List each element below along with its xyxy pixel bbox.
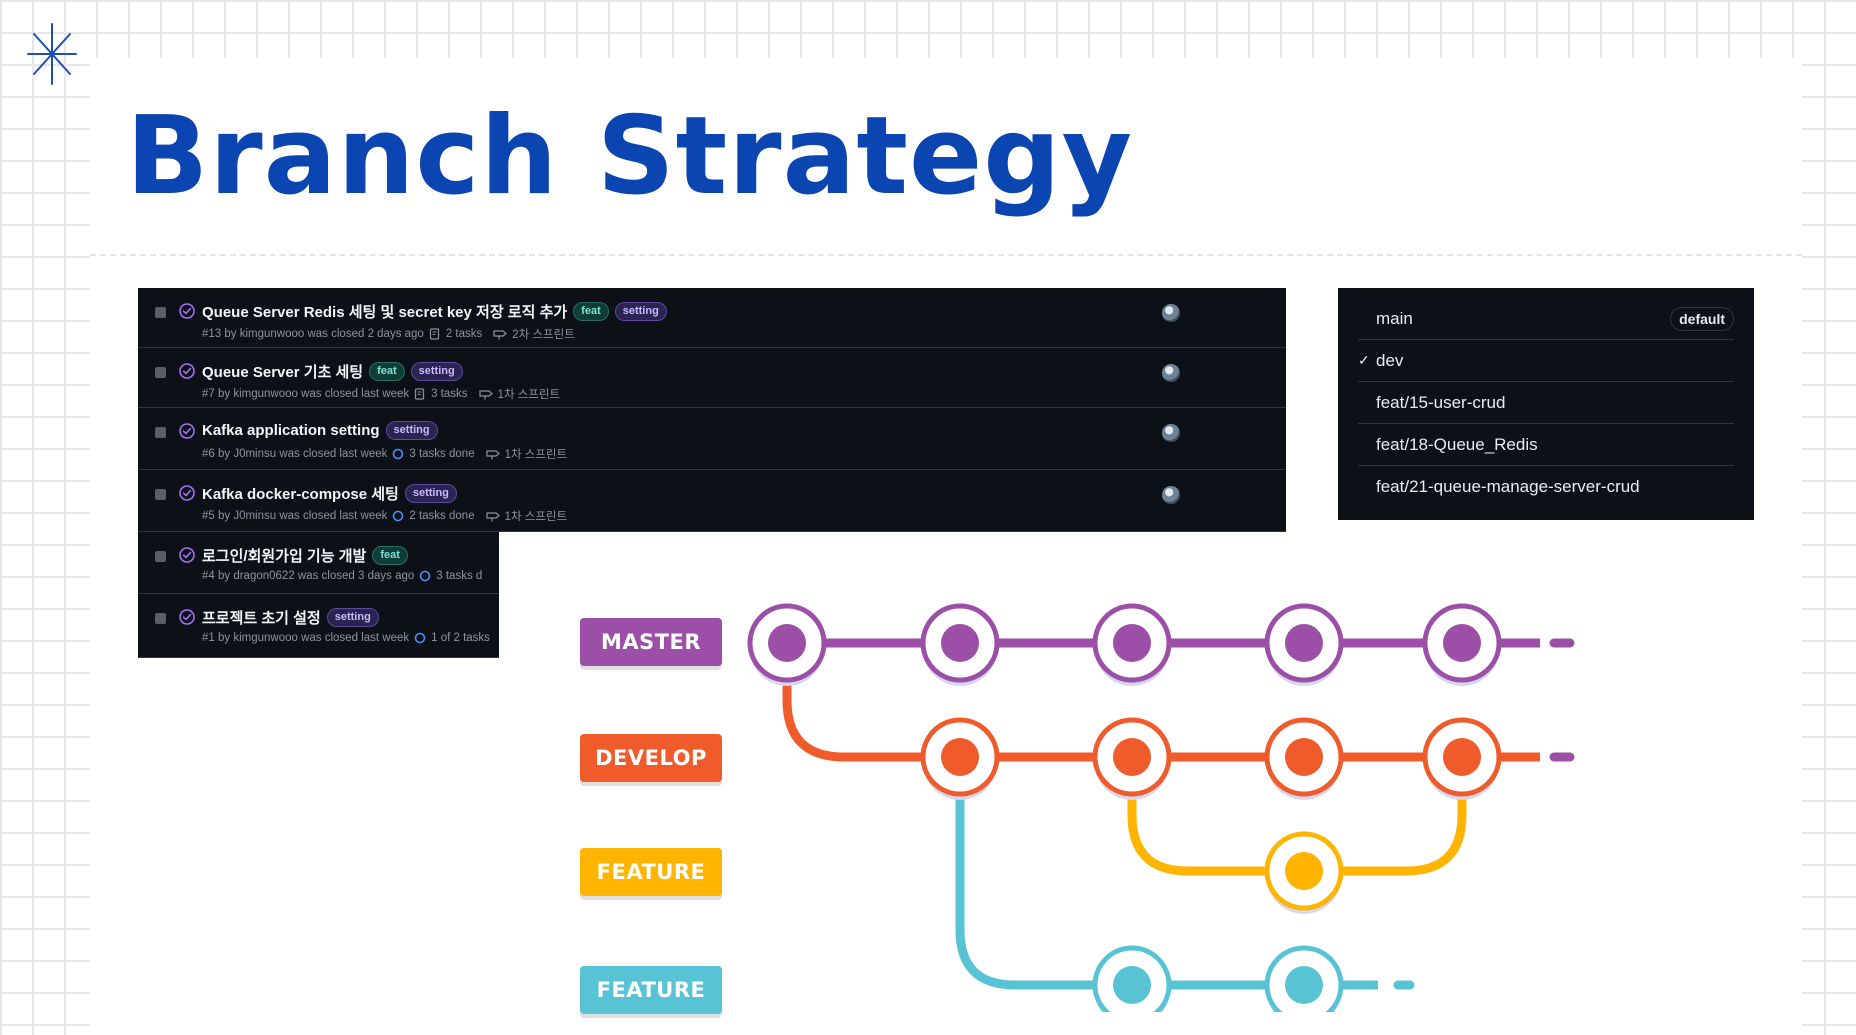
lane-label-develop: DEVELOP (580, 734, 722, 782)
check-icon: ✓ (1358, 352, 1370, 368)
issue-title[interactable]: Kafka docker-compose 세팅 (202, 486, 399, 503)
issue-tasks: 3 tasks (431, 388, 468, 400)
branch-name: feat/21-queue-manage-server-crud (1376, 477, 1640, 496)
issue-title[interactable]: 로그인/회원가입 기능 개발 (202, 548, 367, 565)
lane-label-feature: FEATURE (580, 848, 722, 896)
issue-title[interactable]: Queue Server 기초 세팅 (202, 364, 364, 381)
issue-milestone[interactable]: 2차 스프린트 (512, 329, 575, 341)
assignee-avatar[interactable] (1162, 364, 1180, 382)
issue-label-feat[interactable]: feat (372, 546, 408, 565)
issue-tasks: 1 of 2 tasks (431, 632, 490, 644)
issue-label-setting[interactable]: setting (404, 484, 457, 503)
task-list-icon (415, 388, 425, 400)
sparkle-icon (27, 23, 77, 85)
issue-label-setting[interactable]: setting (614, 302, 667, 321)
issue-closed-icon (179, 485, 195, 501)
issue-milestone[interactable]: 1차 스프린트 (504, 449, 568, 461)
issue-row[interactable]: Queue Server 기초 세팅 feat setting#7 by kimgu… (138, 348, 1286, 408)
lane-label-feature-2: FEATURE (580, 966, 722, 1014)
assignee-avatar[interactable] (1162, 424, 1180, 442)
branch-name: feat/15-user-crud (1376, 393, 1506, 412)
issue-row[interactable]: 로그인/회원가입 기능 개발 feat #4 by dragon0622 was c… (138, 532, 499, 594)
issue-list: Queue Server Redis 세팅 및 secret key 저장 로직… (138, 288, 1286, 658)
task-progress-icon (419, 570, 431, 582)
branch-dropdown: main default ✓ dev feat/15-user-crud feat/18-… (1338, 288, 1754, 520)
milestone-icon (478, 390, 493, 400)
issue-tasks: 3 tasks done (409, 448, 475, 460)
issue-meta: #1 by kimgunwooo was closed last week (202, 632, 410, 644)
branch-name: dev (1376, 351, 1404, 370)
issue-meta: #5 by J0minsu was closed last week (202, 510, 388, 522)
task-progress-icon (393, 510, 404, 522)
issue-milestone[interactable]: 1차 스프린트 (497, 389, 561, 401)
branch-item[interactable]: feat/18-Queue_Redis (1358, 424, 1734, 466)
branch-item[interactable]: feat/21-queue-manage-server-crud (1358, 466, 1734, 507)
branch-item[interactable]: main default (1358, 298, 1734, 340)
issue-closed-icon (179, 423, 195, 439)
issue-meta: #6 by J0minsu was closed last week (202, 448, 388, 460)
issue-checkbox[interactable] (155, 307, 166, 318)
milestone-icon (493, 330, 508, 340)
issue-row[interactable]: Queue Server Redis 세팅 및 secret key 저장 로직… (138, 288, 1286, 348)
issue-meta: #7 by kimgunwooo was closed last week (202, 388, 410, 400)
issue-row[interactable]: Kafka application setting setting #6 by J0… (138, 408, 1286, 470)
task-progress-icon (414, 632, 426, 644)
issue-label-feat[interactable]: feat (369, 362, 405, 381)
issue-label-feat[interactable]: feat (573, 302, 609, 321)
issue-title[interactable]: Kafka application setting (202, 422, 380, 439)
issue-checkbox[interactable] (155, 367, 166, 378)
issue-closed-icon (179, 363, 195, 379)
issue-tasks: 2 tasks done (409, 510, 475, 522)
issue-title[interactable]: 프로젝트 초기 설정 (202, 610, 321, 627)
task-progress-icon (393, 448, 404, 460)
issue-checkbox[interactable] (155, 551, 166, 562)
issue-checkbox[interactable] (155, 489, 166, 500)
branch-name: feat/18-Queue_Redis (1376, 435, 1538, 454)
branch-item[interactable]: feat/15-user-crud (1358, 382, 1734, 424)
assignee-avatar[interactable] (1162, 304, 1180, 322)
task-list-icon (429, 328, 439, 340)
assignee-avatar[interactable] (1162, 486, 1180, 504)
issue-closed-icon (179, 303, 195, 319)
issue-checkbox[interactable] (155, 427, 166, 438)
issue-label-setting[interactable]: setting (326, 608, 379, 627)
issue-closed-icon (179, 609, 195, 625)
milestone-icon (485, 450, 500, 460)
issue-label-setting[interactable]: setting (410, 362, 463, 381)
issue-label-setting[interactable]: setting (385, 421, 438, 440)
issue-checkbox[interactable] (155, 613, 166, 624)
issue-tasks: 2 tasks (445, 328, 483, 340)
default-badge: default (1670, 307, 1734, 331)
issue-tasks: 3 tasks d (436, 570, 483, 582)
issue-row[interactable]: 프로젝트 초기 설정 setting #1 by kimgunwooo was cl… (138, 594, 499, 658)
milestone-icon (485, 512, 500, 522)
branch-item[interactable]: ✓ dev (1358, 340, 1734, 382)
issue-meta: #13 by kimgunwooo was closed 2 days ago (202, 328, 424, 340)
issue-milestone[interactable]: 1차 스프린트 (504, 511, 568, 523)
issue-row[interactable]: Kafka docker-compose 세팅 setting #5 by J0mi… (138, 470, 1286, 532)
issue-meta: #4 by dragon0622 was closed 3 days ago (202, 570, 415, 582)
lane-label-master: MASTER (580, 618, 722, 666)
branch-name: main (1376, 309, 1413, 328)
issue-closed-icon (179, 547, 195, 563)
issue-title[interactable]: Queue Server Redis 세팅 및 secret key 저장 로직… (202, 304, 568, 321)
title-band (90, 58, 1802, 256)
slide-title: Branch Strategy (126, 94, 1133, 219)
